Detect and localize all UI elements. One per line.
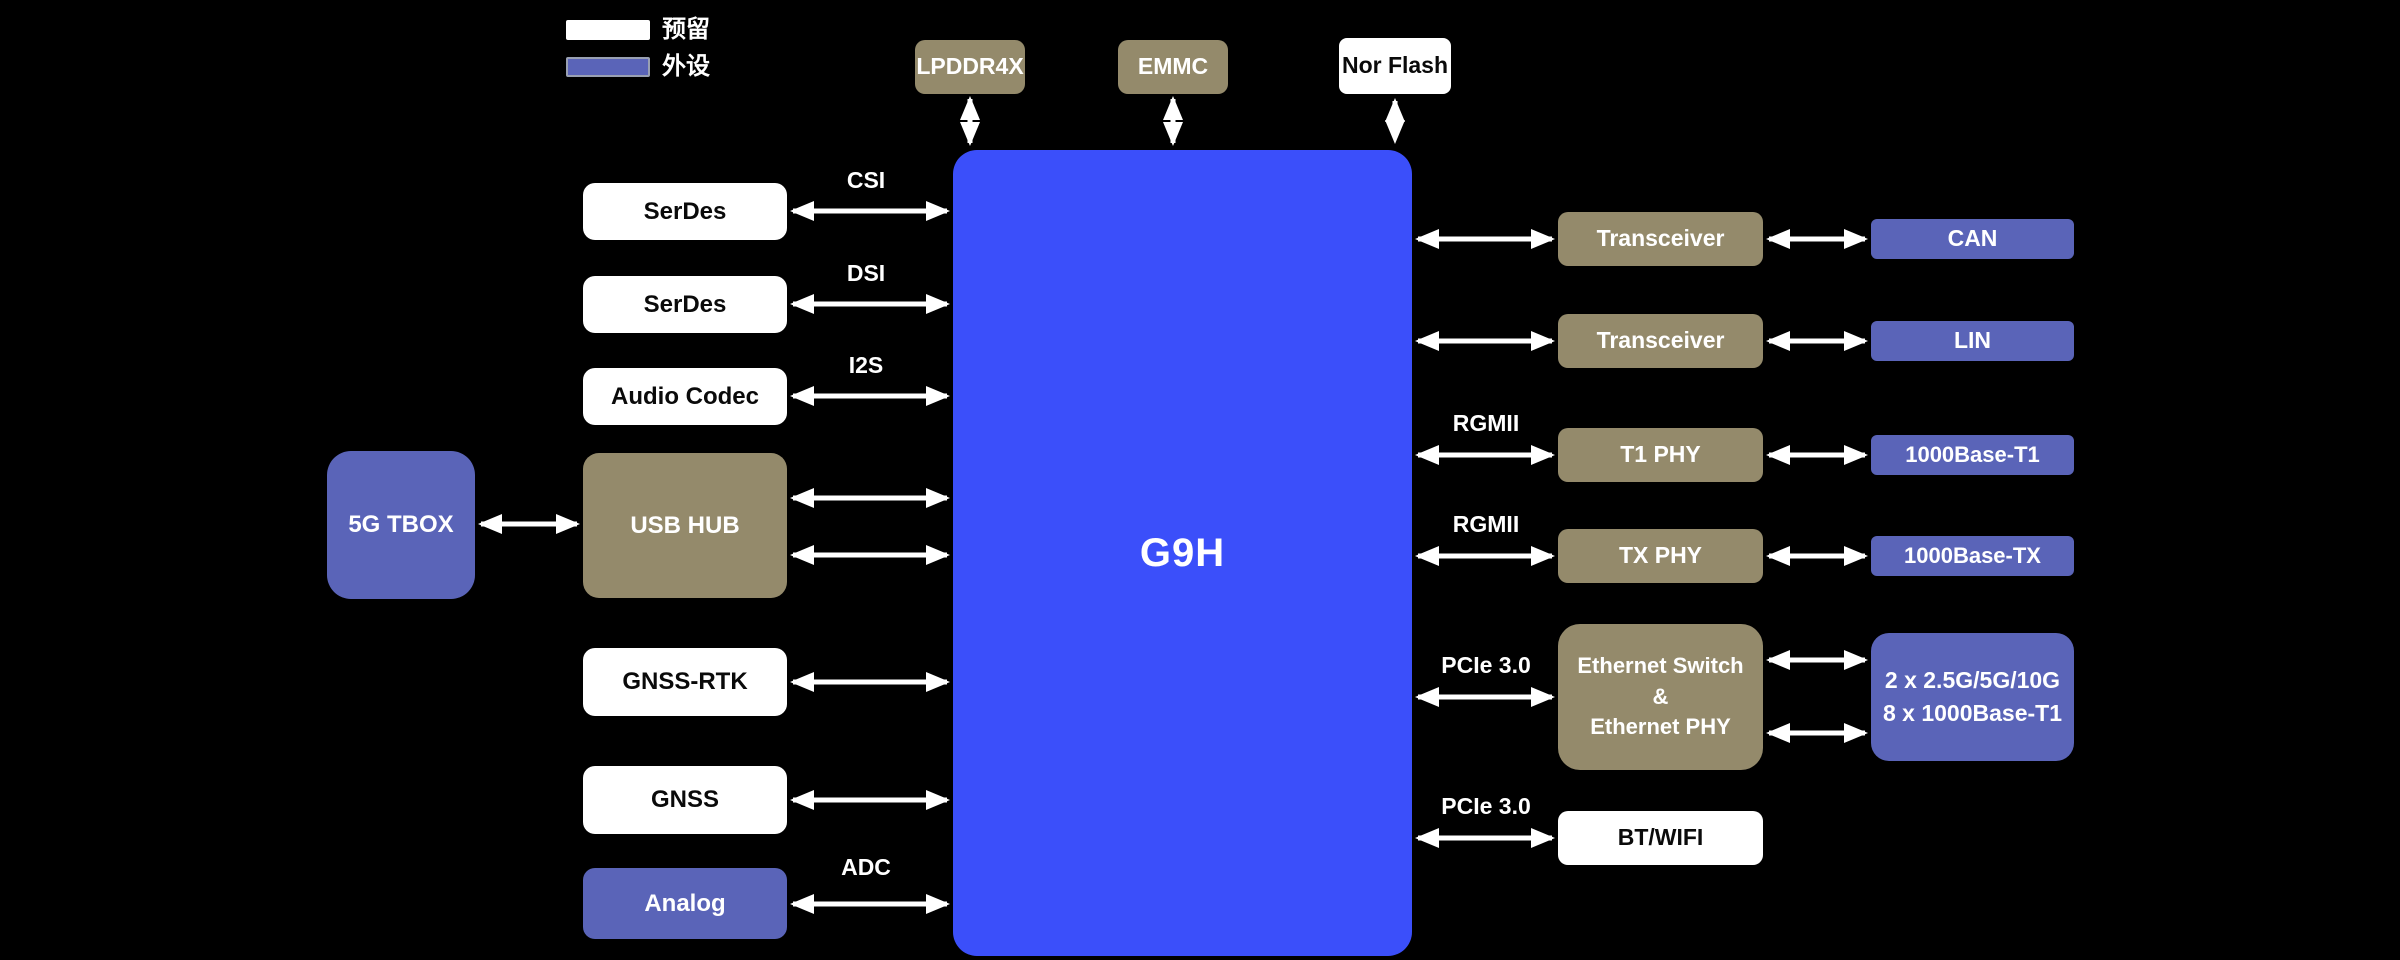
tx-phy-node: TX PHY <box>1558 529 1763 583</box>
legend-peripheral-label: 外设 <box>662 53 710 80</box>
lpddr4x-node: LPDDR4X <box>915 40 1025 94</box>
5g-tbox-node: 5G TBOX <box>327 451 475 599</box>
multigig-ethernet-node: 2 x 2.5G/5G/10G 8 x 1000Base-T1 <box>1871 633 2074 761</box>
ethernet-switch-phy-node: Ethernet Switch & Ethernet PHY <box>1558 624 1763 770</box>
legend-peripheral-swatch <box>566 57 650 77</box>
1000base-tx-node: 1000Base-TX <box>1871 536 2074 576</box>
ethernet-switch-line3: Ethernet PHY <box>1590 714 1731 740</box>
dsi-bus-label: DSI <box>846 260 886 286</box>
ethernet-switch-line2: & <box>1652 683 1669 709</box>
emmc-node: EMMC <box>1118 40 1228 94</box>
serdes-dsi-node: SerDes <box>583 276 787 333</box>
legend-reserved-swatch <box>566 20 650 40</box>
g9h-soc-node: G9H <box>953 150 1412 956</box>
transceiver-lin-node: Transceiver <box>1558 314 1763 368</box>
ethernet-switch-line1: Ethernet Switch <box>1577 652 1744 678</box>
multigig-line1: 2 x 2.5G/5G/10G <box>1884 666 2061 693</box>
bt-wifi-node: BT/WIFI <box>1558 811 1763 865</box>
i2s-bus-label: I2S <box>848 352 884 378</box>
csi-bus-label: CSI <box>846 167 886 193</box>
can-node: CAN <box>1871 219 2074 259</box>
adc-bus-label: ADC <box>841 854 891 880</box>
t1-phy-node: T1 PHY <box>1558 428 1763 482</box>
serdes-csi-node: SerDes <box>583 183 787 240</box>
transceiver-can-node: Transceiver <box>1558 212 1763 266</box>
lin-node: LIN <box>1871 321 2074 361</box>
analog-node: Analog <box>583 868 787 939</box>
legend-reserved-label: 预留 <box>662 16 710 43</box>
rgmii-txphy-bus-label: RGMII <box>1452 511 1520 537</box>
pcie-btwifi-bus-label: PCIe 3.0 <box>1441 793 1531 819</box>
multigig-line2: 8 x 1000Base-T1 <box>1882 700 2062 726</box>
rgmii-t1phy-bus-label: RGMII <box>1452 410 1520 436</box>
gnss-node: GNSS <box>583 766 787 834</box>
1000base-t1-node: 1000Base-T1 <box>1871 435 2074 475</box>
nor-flash-node: Nor Flash <box>1339 38 1451 94</box>
gnss-rtk-node: GNSS-RTK <box>583 648 787 716</box>
audio-codec-node: Audio Codec <box>583 368 787 425</box>
usb-hub-node: USB HUB <box>583 453 787 598</box>
pcie-ethswitch-bus-label: PCIe 3.0 <box>1441 652 1531 678</box>
